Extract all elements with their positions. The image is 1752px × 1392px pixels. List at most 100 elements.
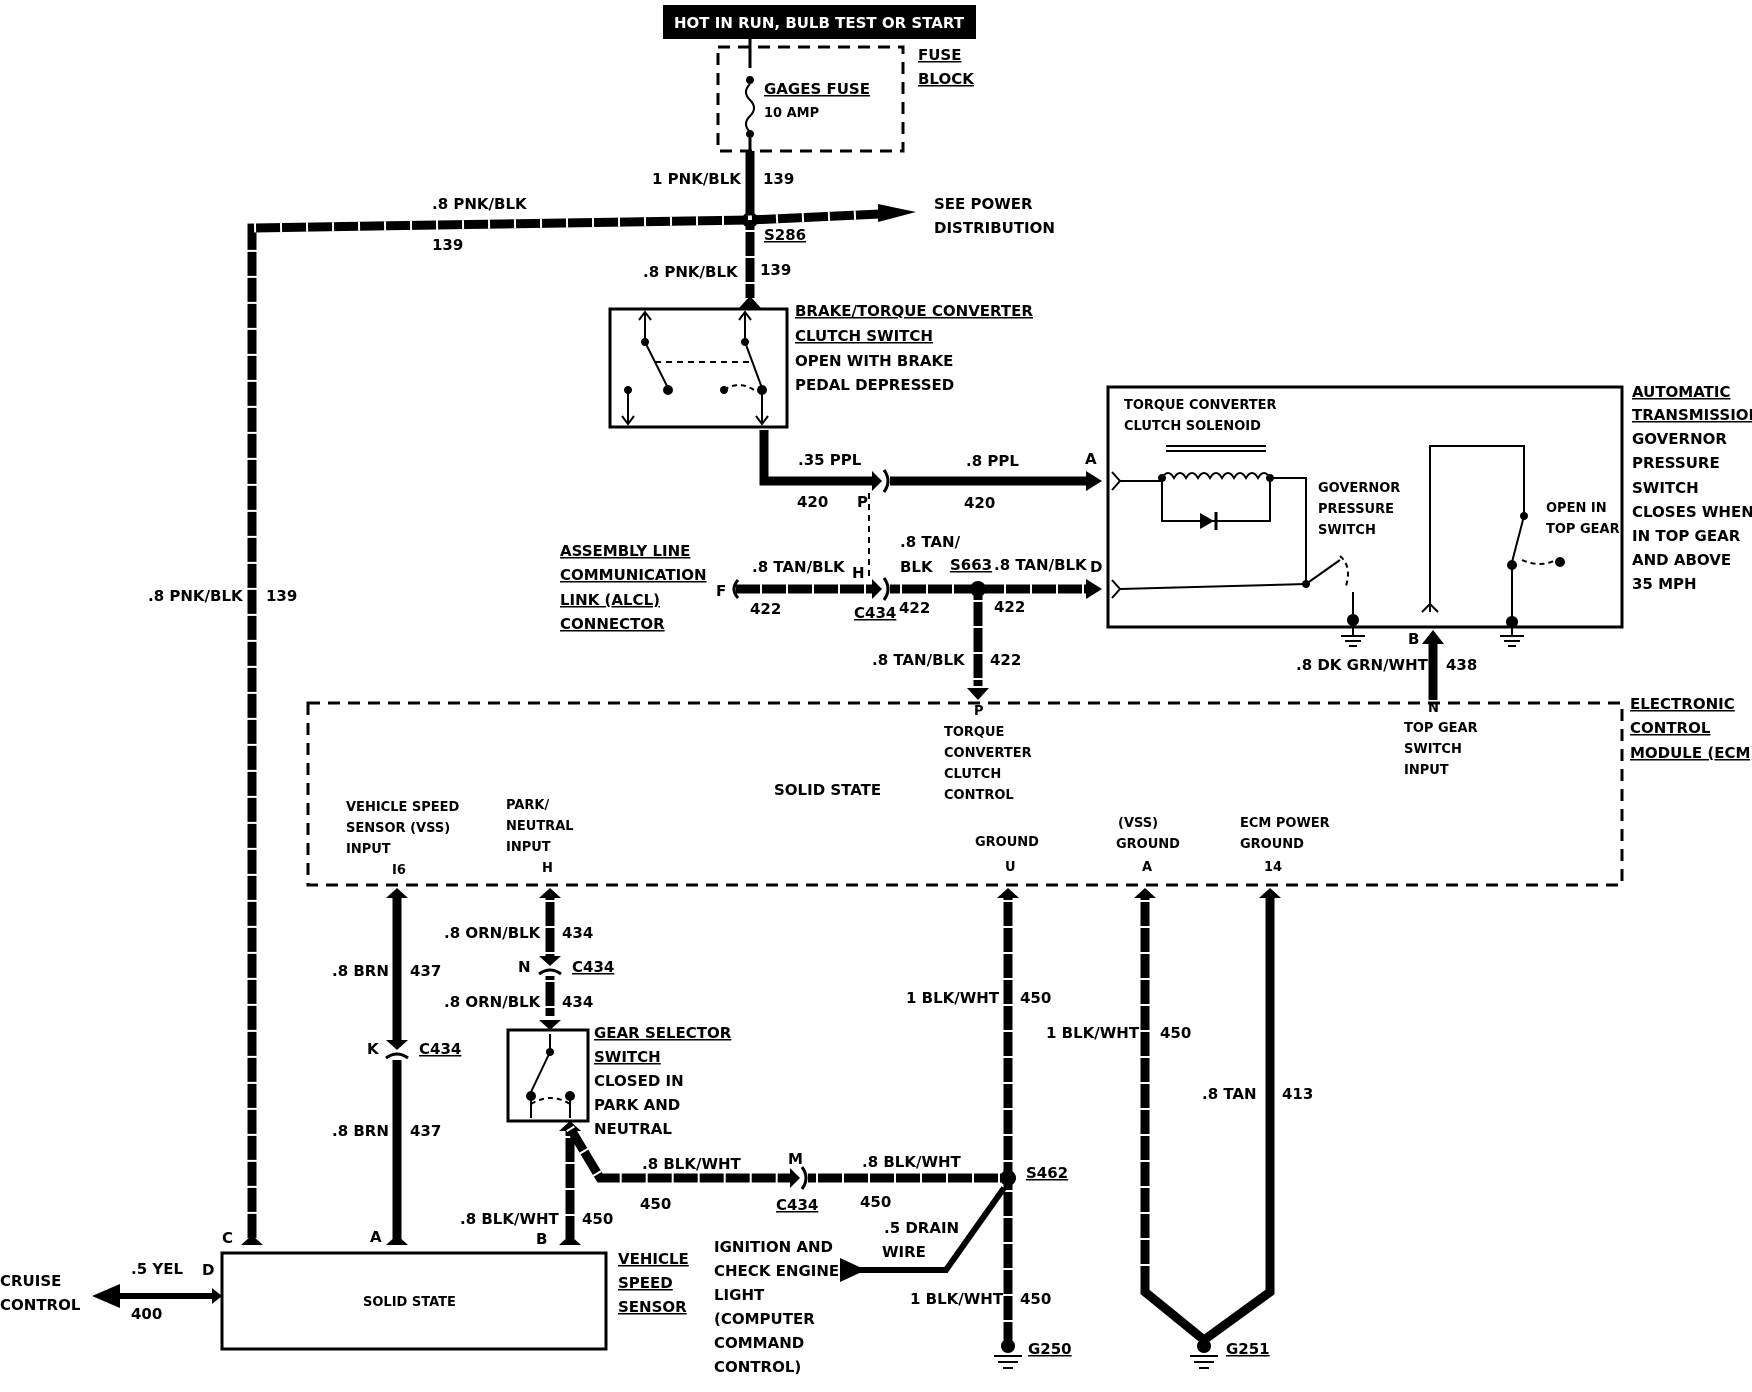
power-source-banner	[663, 5, 976, 39]
vss-title-2: SPEED	[618, 1274, 673, 1292]
wire-label: .8 PPL	[966, 452, 1019, 470]
wire-label: .8 TAN	[1202, 1085, 1257, 1103]
vss-title-3: SENSOR	[618, 1298, 687, 1316]
ign-label-6: CONTROL)	[714, 1358, 801, 1376]
wire-circuit: 450	[1020, 1290, 1051, 1308]
wire-circuit: 400	[131, 1305, 162, 1323]
splice-s462-label: S462	[1026, 1164, 1068, 1182]
pin-d: D	[1090, 558, 1102, 576]
pin-n: N	[518, 958, 531, 976]
vss-ground-2: GROUND	[1116, 837, 1180, 852]
ground-icon-g251	[1190, 1355, 1218, 1369]
splice-s663-label: S663	[950, 556, 992, 574]
trans-title-2: TRANSMISSION	[1632, 406, 1752, 424]
ground-icon-g250	[994, 1355, 1022, 1369]
ecm-title-1: ELECTRONIC	[1630, 695, 1735, 713]
top-gear-input-1: TOP GEAR	[1404, 721, 1478, 736]
vss-title-1: VEHICLE	[618, 1250, 689, 1268]
fuse-name: GAGES FUSE	[764, 80, 870, 98]
pin-f: F	[716, 582, 726, 600]
fuse-block-label-2: BLOCK	[918, 70, 975, 88]
wire-label: .8 PNK/BLK	[432, 195, 528, 213]
pin-b-vss: B	[536, 1230, 547, 1248]
wire-label: .8 TAN/BLK	[752, 558, 846, 576]
wire-label: .8 BLK/WHT	[460, 1210, 560, 1228]
vss-input-2: SENSOR (VSS)	[346, 821, 450, 836]
wire-label: .8 BLK/WHT	[642, 1155, 742, 1173]
ground-icon	[1341, 620, 1365, 647]
connector-c434: C434	[854, 604, 896, 622]
gear-switch-title-1: GEAR SELECTOR	[594, 1024, 732, 1042]
wire-label: 1 PNK/BLK	[652, 170, 742, 188]
pin-k: K	[367, 1040, 380, 1058]
fuse-rating: 10 AMP	[764, 106, 819, 121]
pin-p: P	[857, 493, 868, 511]
wire-circuit: 420	[964, 494, 995, 512]
wire-label: 1 BLK/WHT	[906, 989, 1000, 1007]
wire-label: .35 PPL	[798, 451, 862, 469]
fuse-block-label-1: FUSE	[918, 46, 961, 64]
wire-circuit: 422	[750, 600, 781, 618]
pin-p-ecm: P	[974, 704, 984, 719]
brake-switch-title-1: BRAKE/TORQUE CONVERTER	[795, 302, 1033, 320]
trans-desc-7: 35 MPH	[1632, 575, 1697, 593]
wire-circuit: 139	[432, 236, 463, 254]
pin-n-ecm: N	[1428, 701, 1439, 716]
trans-desc-2: PRESSURE	[1632, 454, 1720, 472]
ign-label-4: (COMPUTER	[714, 1310, 815, 1328]
vss-ground-1: (VSS)	[1118, 816, 1158, 831]
brake-switch-box	[608, 307, 789, 429]
wire-label: .8 PNK/BLK	[148, 587, 244, 605]
pn-input-1: PARK/	[506, 798, 549, 813]
trans-desc-3: SWITCH	[1632, 479, 1699, 497]
wire-circuit: 139	[760, 261, 791, 279]
solenoid-coil	[1161, 472, 1271, 480]
ecm-title-2: CONTROL	[1630, 719, 1711, 737]
pn-input-3: INPUT	[506, 840, 551, 855]
ecm-power-ground-1: ECM POWER	[1240, 816, 1330, 831]
wire-circuit: 450	[640, 1195, 671, 1213]
wire-circuit: 413	[1282, 1085, 1313, 1103]
wire-label: 1 BLK/WHT	[910, 1290, 1004, 1308]
gov-switch-label-3: SWITCH	[1318, 523, 1376, 538]
pin-b-trans: B	[1408, 630, 1419, 648]
connector-c434-k: C434	[419, 1040, 461, 1058]
brake-switch-desc-2: PEDAL DEPRESSED	[795, 376, 954, 394]
wire-label: .8 BRN	[332, 1122, 389, 1140]
vss-input-3: INPUT	[346, 842, 391, 857]
alcl-label-2: COMMUNICATION	[560, 566, 707, 584]
pin-h-ecm: H	[542, 861, 553, 876]
wire-label-2: BLK	[900, 558, 934, 576]
power-distribution-label-1: SEE POWER	[934, 195, 1033, 213]
connector-c434-n: C434	[572, 958, 614, 976]
wire-circuit: 420	[797, 493, 828, 511]
alcl-label-1: ASSEMBLY LINE	[560, 542, 690, 560]
trans-desc-5: IN TOP GEAR	[1632, 527, 1741, 545]
wire-label: .8 BRN	[332, 962, 389, 980]
gear-switch-desc-2: PARK AND	[594, 1096, 680, 1114]
splice-s462	[1000, 1170, 1016, 1186]
ecm-title-3: MODULE (ECM)	[1630, 744, 1752, 762]
gov-switch-label-2: PRESSURE	[1318, 502, 1394, 517]
pin-a-vss: A	[370, 1228, 382, 1246]
trans-desc-1: GOVERNOR	[1632, 430, 1727, 448]
wire-circuit: 434	[562, 993, 593, 1011]
drain-wire-label-1: .5 DRAIN	[884, 1219, 959, 1237]
wire-circuit: 422	[899, 599, 930, 617]
pin-c: C	[222, 1229, 233, 1247]
wire-label: .5 YEL	[131, 1260, 183, 1278]
arrow-power-distribution	[878, 204, 916, 222]
top-gear-input-3: INPUT	[1404, 763, 1449, 778]
cruise-label-2: CONTROL	[0, 1296, 81, 1314]
cruise-label-1: CRUISE	[0, 1272, 61, 1290]
wire-circuit: 450	[1160, 1024, 1191, 1042]
ign-label-2: CHECK ENGINE	[714, 1262, 839, 1280]
wire-label: .8 ORN/BLK	[444, 924, 542, 942]
ecm-box	[306, 701, 1624, 887]
wire-label: .8 DK GRN/WHT	[1296, 656, 1429, 674]
gear-switch-desc-3: NEUTRAL	[594, 1120, 672, 1138]
trans-desc-4: CLOSES WHEN	[1632, 503, 1752, 521]
vehicle-speed-sensor-box	[220, 1251, 608, 1351]
fuse-block	[716, 45, 905, 153]
